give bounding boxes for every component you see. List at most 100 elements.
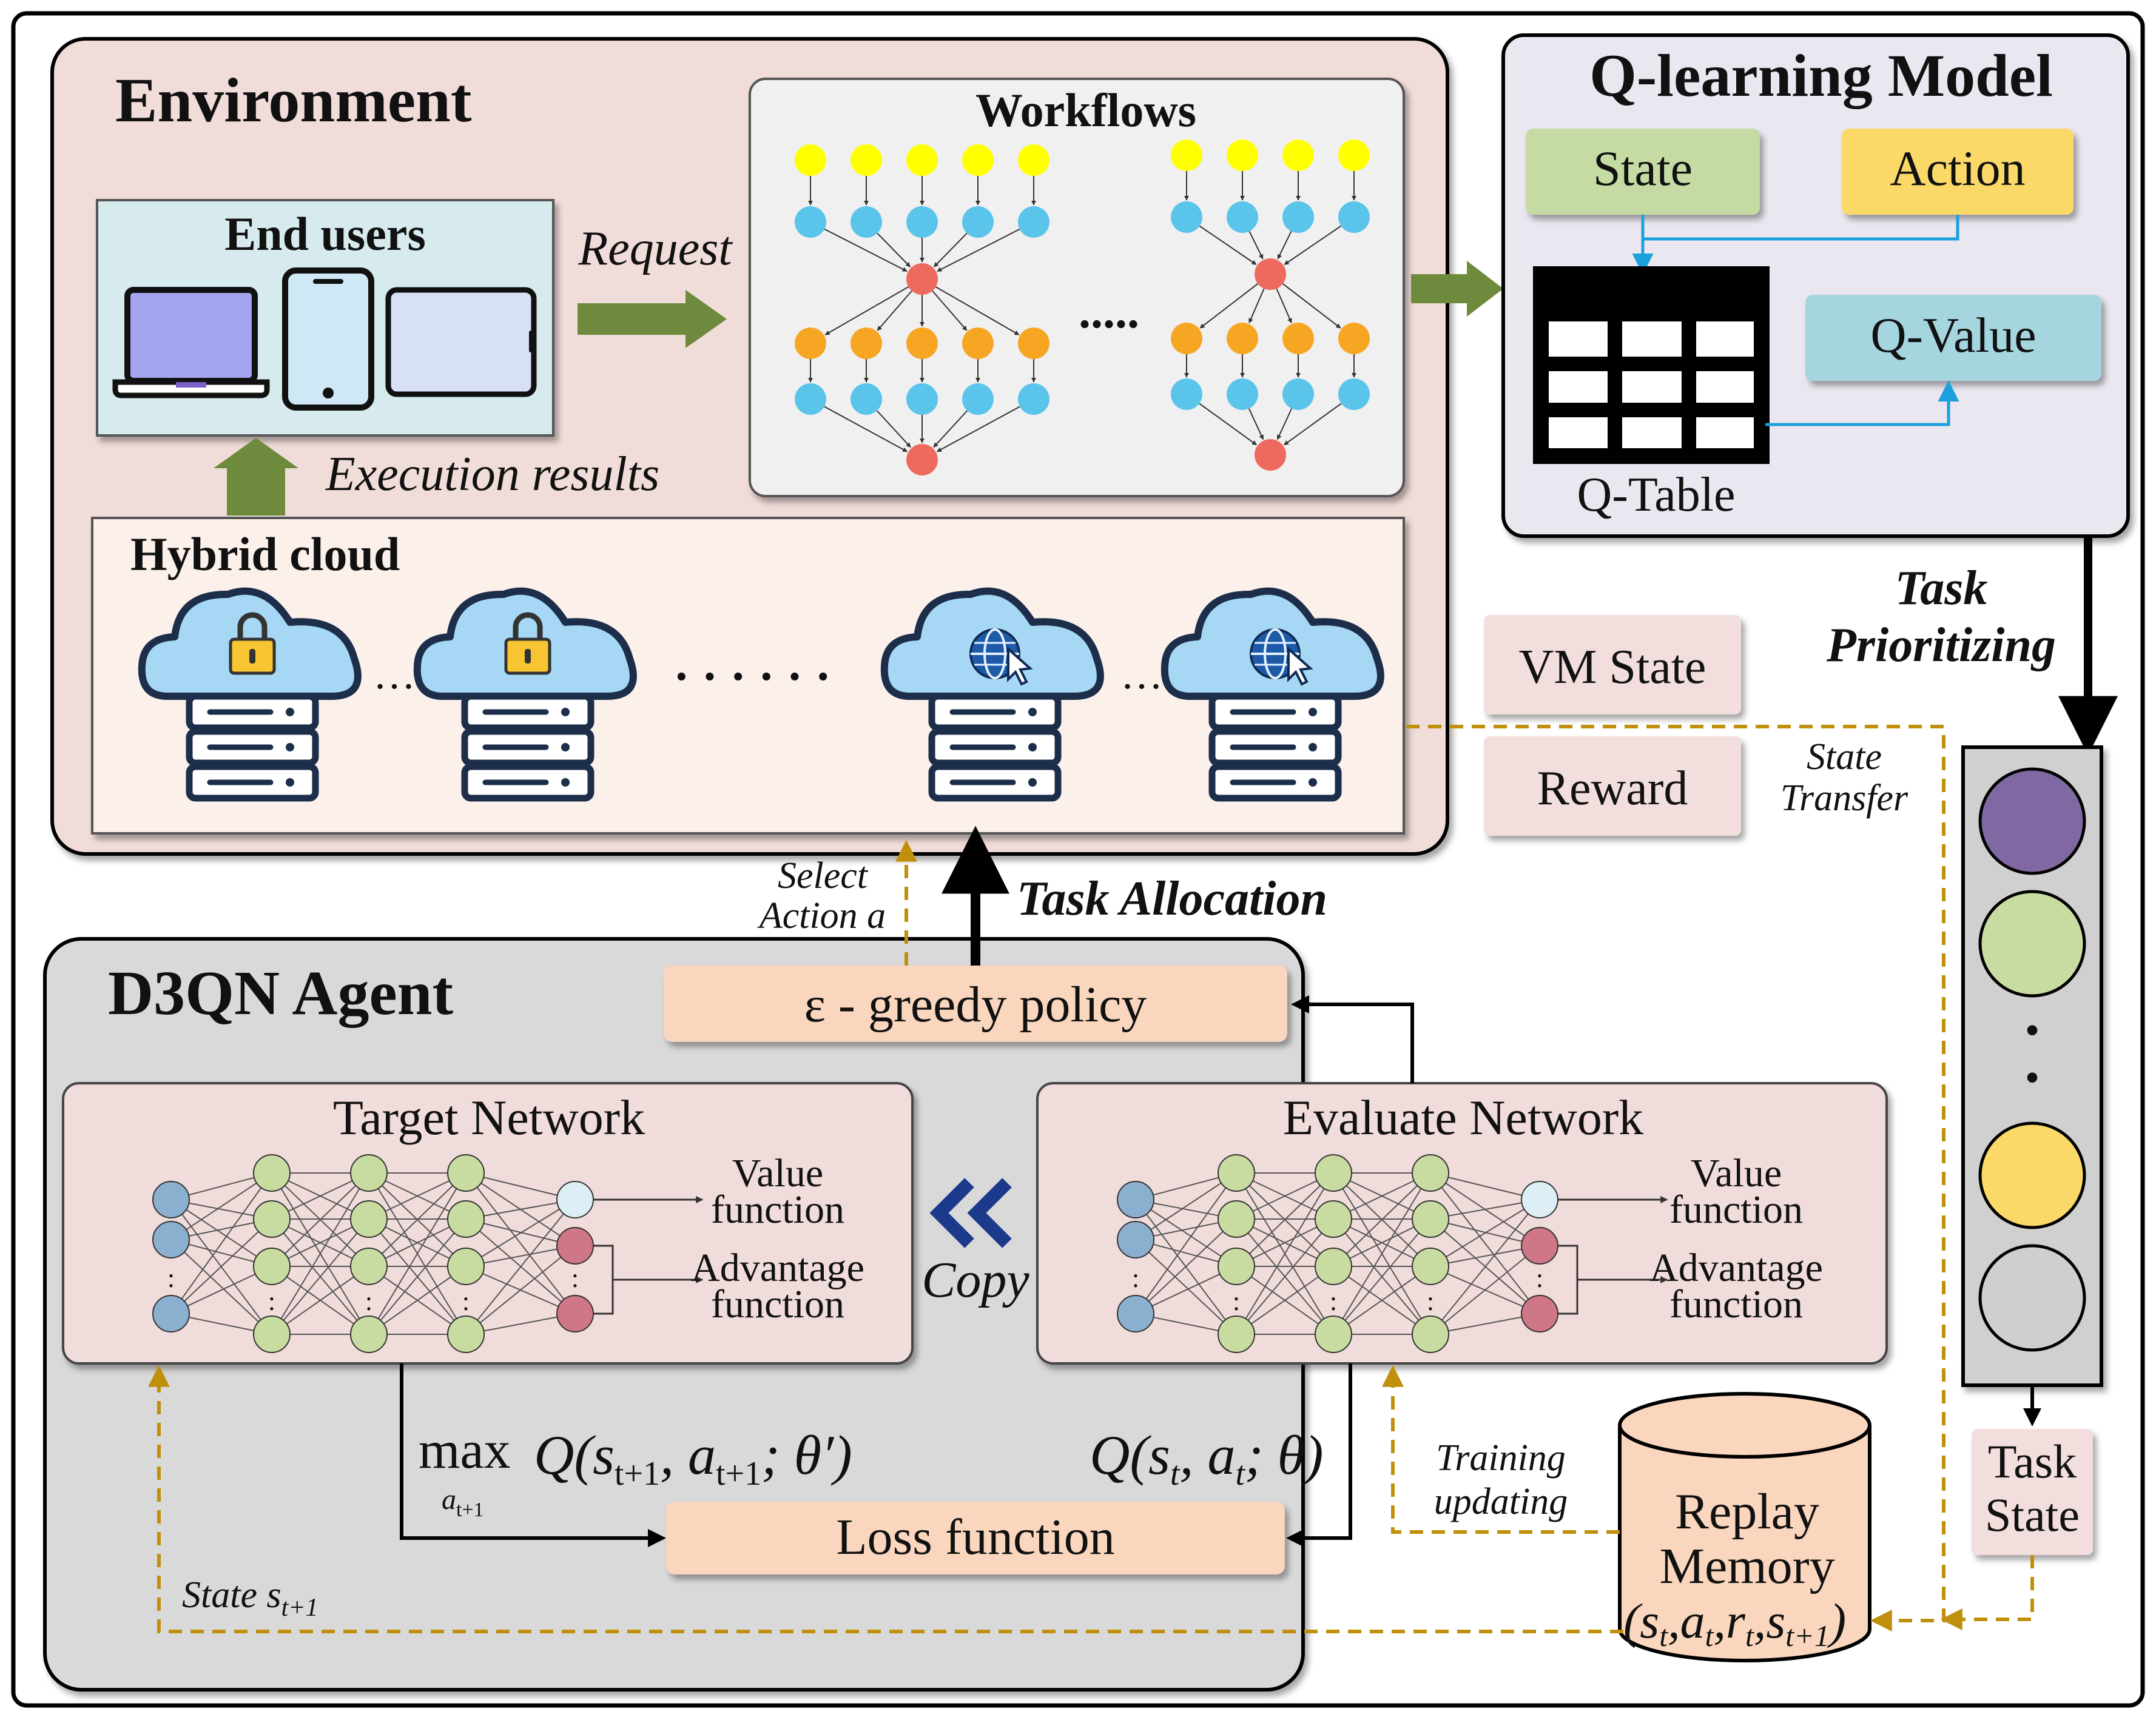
workflow-edge — [933, 232, 968, 267]
workflows-to-qlearning-arrow — [1411, 261, 1503, 317]
cloud-mid-dots: · · · · · · — [673, 650, 831, 704]
workflow-node — [1338, 139, 1370, 171]
action-box — [1842, 129, 2073, 215]
target-q: Q(s — [534, 1424, 615, 1486]
workflow-node — [906, 383, 938, 415]
workflow-edge — [877, 232, 911, 267]
nn-hidden-node — [253, 1200, 291, 1238]
nn-hidden-node — [1218, 1154, 1255, 1192]
queue-task-gray — [1978, 1244, 2086, 1352]
nn-hidden-node — [350, 1200, 388, 1238]
nn-vdots: : — [1330, 1286, 1337, 1316]
replay-tuple-close: ) — [1827, 1593, 1846, 1648]
nn-hidden-node — [253, 1154, 291, 1192]
nn-edge — [170, 1218, 272, 1314]
loss-function-box — [666, 1502, 1285, 1574]
nn-hidden-node — [253, 1315, 291, 1353]
evaluate-network-label: Evaluate Network — [1283, 1090, 1643, 1145]
environment-panel: Environment End users Requ — [50, 37, 1449, 856]
svg-text:Q(st+1, at+1; θ′): Q(st+1, at+1; θ′) — [534, 1424, 852, 1493]
reward-label: Reward — [1537, 762, 1688, 815]
vm-state-box — [1484, 615, 1741, 714]
target-network-label: Target Network — [333, 1090, 645, 1145]
nn-edge — [465, 1199, 576, 1267]
loss-function-label: Loss function — [836, 1509, 1115, 1565]
workflow-edge — [1276, 288, 1292, 324]
smartphone-icon — [282, 267, 374, 411]
workflow-edge — [824, 228, 908, 272]
workflow-edge — [933, 410, 968, 448]
workflow-node — [1171, 201, 1202, 233]
queue-task-purple — [1978, 767, 2086, 875]
workflow-edge — [1248, 288, 1265, 324]
nn-edge — [1236, 1266, 1334, 1335]
replay-memory-label-1: Replay — [1675, 1483, 1819, 1540]
nn-hidden-node — [1412, 1154, 1449, 1192]
d3qn-agent-panel: D3QN Agent ε - greedy policy Target Netw… — [43, 937, 1888, 1692]
eval-q-mid: , a — [1179, 1424, 1235, 1486]
nn-vdots: : — [1427, 1286, 1434, 1316]
execution-results-arrow — [214, 438, 298, 516]
svg-text:Q(st, at; θ): Q(st, at; θ) — [1090, 1424, 1323, 1493]
workflow-node — [906, 328, 938, 359]
workflow-node — [962, 383, 994, 415]
nn-hidden-node — [350, 1154, 388, 1192]
workflow-edge — [824, 406, 908, 452]
nn-edge — [1333, 1266, 1431, 1335]
qlearning-title: Q-learning Model — [1589, 42, 2053, 109]
workflow-edge — [876, 410, 911, 448]
workflow-edge — [1284, 403, 1342, 446]
workflow-node — [1227, 201, 1258, 233]
svg-text:(st,at,rt,st+1): (st,at,rt,st+1) — [1623, 1593, 1846, 1653]
select-action-label-1: Select — [778, 855, 869, 896]
vm-state-label: VM State — [1519, 640, 1706, 694]
nn-edge — [170, 1172, 272, 1314]
nn-edge — [1135, 1172, 1237, 1314]
replay-tuple-open: (s — [1623, 1593, 1659, 1648]
workflow-node — [962, 328, 994, 359]
nn-input-node — [152, 1181, 190, 1218]
d3qn-agent-title: D3QN Agent — [108, 958, 453, 1028]
nn-hidden-node — [253, 1248, 291, 1285]
workflow-node — [1018, 144, 1049, 176]
nn-edge — [1236, 1172, 1334, 1267]
nn-edge — [271, 1218, 369, 1335]
replay-tuple-sub-2: t — [1705, 1619, 1714, 1653]
nn-edge — [170, 1199, 272, 1267]
cloud-gap-dots-2: … — [1120, 651, 1163, 698]
workflows-label: Workflows — [975, 84, 1196, 136]
nn-edge — [1135, 1172, 1237, 1240]
nn-hidden-node — [350, 1315, 388, 1353]
workflow-node — [1018, 328, 1049, 359]
qtable-to-qvalue-line — [1765, 380, 1959, 426]
state-next-sub: t+1 — [281, 1594, 318, 1622]
nn-hidden-node — [447, 1248, 485, 1285]
workflow-node — [851, 328, 882, 359]
replay-tuple-s: ,s — [1754, 1593, 1785, 1648]
workflow-node — [1171, 139, 1202, 171]
replay-tuple-sub-4: t+1 — [1785, 1619, 1830, 1653]
target-q-formula: max at+1 Q(st+1, at+1; θ′) — [419, 1421, 852, 1521]
workflow-edge — [1277, 230, 1292, 260]
task-allocation-label: Task Allocation — [1017, 872, 1327, 926]
workflow-node — [1227, 139, 1258, 171]
workflow-node — [906, 144, 938, 176]
workflow-edge — [1276, 408, 1293, 440]
state-label: State — [1593, 141, 1693, 196]
nn-vdots: : — [268, 1286, 275, 1316]
nn-edge — [368, 1218, 467, 1335]
nn-input-node — [1117, 1221, 1154, 1258]
nn-edge — [170, 1172, 272, 1240]
end-users-box: End users — [96, 199, 554, 437]
task-queue: • • — [1961, 745, 2103, 1387]
nn-value-node — [1521, 1181, 1558, 1218]
workflow-edge — [937, 228, 1020, 272]
execution-results-label: Execution results — [325, 448, 659, 501]
nn-advantage-node — [556, 1295, 594, 1332]
eval-advantage-label-1: Advantage — [1649, 1246, 1823, 1290]
workflow-edge — [1199, 283, 1258, 329]
nn-value-node — [556, 1181, 594, 1218]
private-cloud-icon — [138, 587, 362, 802]
nn-edge — [1236, 1218, 1334, 1335]
qlearning-panel: Q-learning Model State Action Q-Table Q-… — [1501, 33, 2130, 538]
